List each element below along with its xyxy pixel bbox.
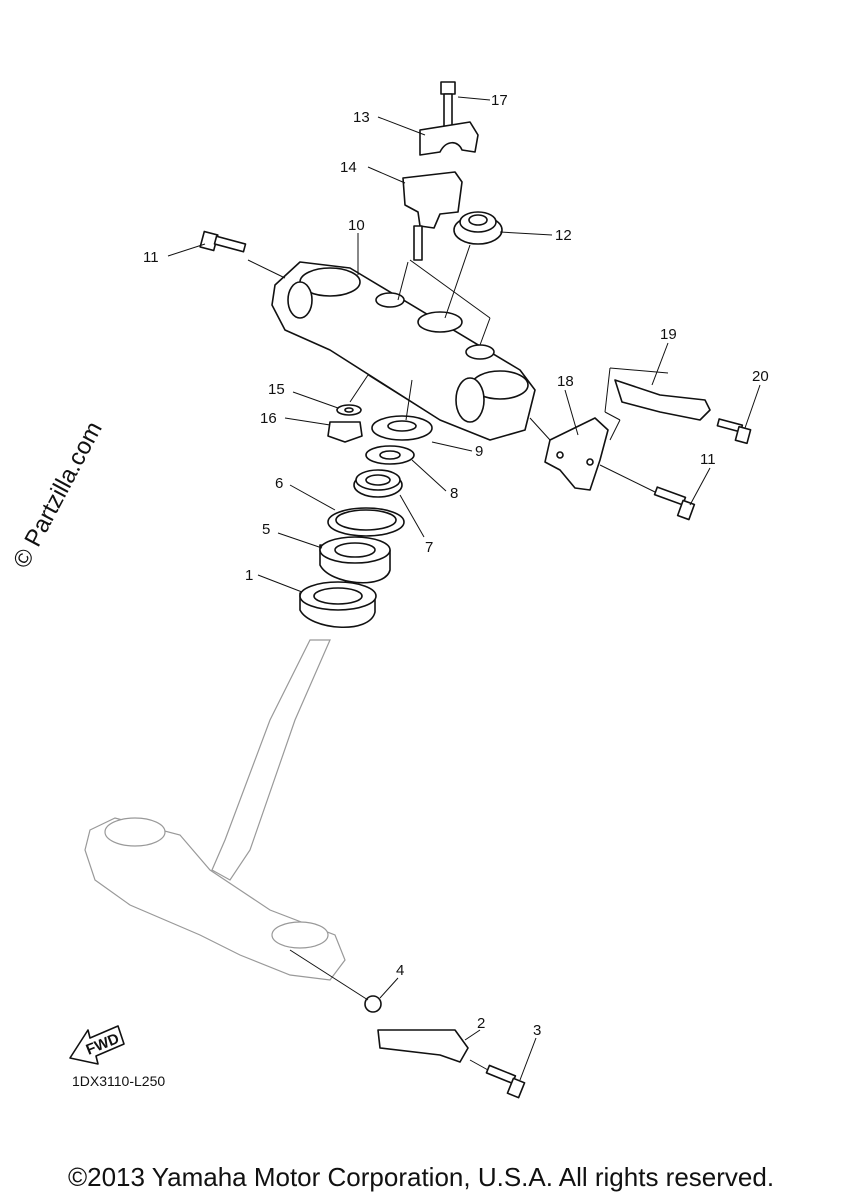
diagram-code: 1DX3110-L250 [72,1073,166,1089]
part-11-bolt-upper [199,230,247,253]
callout-9: 9 [475,443,483,460]
part-4-collar [364,995,382,1013]
part-15-washer [336,404,362,416]
part-20-bolt [716,418,752,445]
callout-8: 8 [450,485,458,502]
copyright-notice: ©2013 Yamaha Motor Corporation, U.S.A. A… [67,1162,775,1192]
part-11-bolt-right [653,486,696,521]
part-9-washer [371,415,433,441]
callout-6: 6 [275,475,283,492]
part-12-steering-stem-nut [453,211,503,245]
part-19-cable-holder [614,379,711,421]
part-13-handlebar-upper-clamp [419,121,479,156]
callout-4: 4 [396,962,404,979]
callout-17: 17 [491,92,508,109]
callout-16: 16 [260,410,277,427]
callout-19: 19 [660,326,677,343]
part-6-cover [327,507,405,537]
part-7-ring-nut [353,469,403,498]
leader-lines [167,96,761,1081]
part-17-bolt [440,81,456,131]
fwd-arrow-icon: FWD [69,1025,125,1065]
callout-12: 12 [555,227,572,244]
callout-13: 13 [353,109,370,126]
callout-2: 2 [477,1015,485,1032]
steering-stem-reference [84,639,346,981]
part-1-bearing [299,581,377,629]
part-18-bracket [544,417,609,491]
callout-15: 15 [268,381,285,398]
part-16-nut [327,421,363,443]
part-2-hose-guide [377,1029,469,1063]
part-5-bearing [319,536,391,584]
part-10-upper-bracket [271,261,536,441]
part-8-washer [365,445,415,465]
callout-7: 7 [425,539,433,556]
callout-14: 14 [340,159,357,176]
part-14-handlebar-holder [402,171,463,261]
callout-18: 18 [557,373,574,390]
callout-11-right: 11 [700,451,716,468]
callout-20: 20 [752,368,769,385]
callout-11-upper: 11 [143,249,159,266]
callout-10: 10 [348,217,365,234]
callout-5: 5 [262,521,270,538]
part-3-bolt [485,1064,526,1099]
callout-1: 1 [245,567,253,584]
callout-3: 3 [533,1022,541,1039]
